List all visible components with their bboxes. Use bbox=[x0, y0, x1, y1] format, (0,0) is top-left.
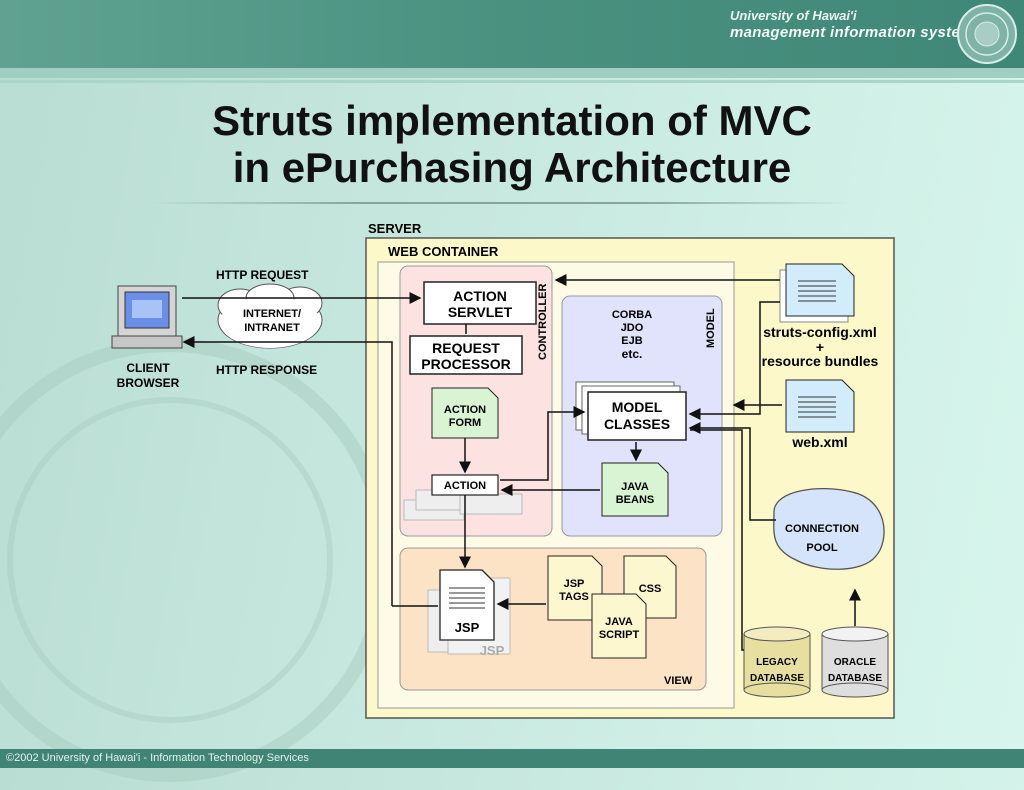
model-classes-line2: CLASSES bbox=[604, 416, 670, 432]
jsp-tags-doc bbox=[547, 555, 603, 621]
model-classes-line1: MODEL bbox=[612, 399, 663, 415]
struts-config-doc bbox=[779, 263, 855, 323]
connection-label: CONNECTION bbox=[785, 523, 859, 535]
web-xml-doc bbox=[785, 379, 855, 433]
legacy-label: LEGACY bbox=[756, 657, 798, 668]
action-label: ACTION bbox=[444, 480, 486, 492]
legacy-database-label: DATABASE bbox=[750, 673, 804, 684]
jsp-shadow-label: JSP bbox=[480, 643, 505, 658]
intranet-label: INTRANET bbox=[244, 322, 300, 334]
java-script-line1: JAVA bbox=[605, 616, 633, 628]
view-label: VIEW bbox=[664, 675, 693, 687]
internet-cloud-icon bbox=[217, 283, 323, 349]
java-beans-line2: BEANS bbox=[616, 494, 655, 506]
action-servlet-line2: SERVLET bbox=[448, 304, 513, 320]
resource-bundles-label: resource bundles bbox=[762, 353, 879, 369]
action-servlet-line1: ACTION bbox=[453, 288, 507, 304]
oracle-database-icon bbox=[821, 626, 889, 698]
request-processor-line2: PROCESSOR bbox=[421, 356, 510, 372]
legacy-database-icon bbox=[743, 626, 811, 698]
struts-config-plus: + bbox=[816, 339, 824, 355]
request-processor-box bbox=[409, 335, 523, 375]
jsp-tags-line1: JSP bbox=[564, 578, 585, 590]
pool-label: POOL bbox=[806, 542, 837, 554]
web-xml-label: web.xml bbox=[791, 434, 847, 450]
header-stripe-thin bbox=[0, 80, 1024, 83]
action-shadow-3 bbox=[459, 493, 523, 515]
connector-lines bbox=[182, 274, 861, 651]
http-request-label: HTTP REQUEST bbox=[216, 268, 309, 282]
client-computer-icon bbox=[111, 285, 183, 349]
page-title-line1: Struts implementation of MVC bbox=[212, 97, 812, 144]
internet-label: INTERNET/ bbox=[243, 308, 301, 320]
request-processor-line1: REQUEST bbox=[432, 340, 500, 356]
java-beans-line1: JAVA bbox=[621, 481, 649, 493]
model-label: MODEL bbox=[705, 308, 717, 348]
oracle-database-label: DATABASE bbox=[828, 673, 882, 684]
jsp-lines bbox=[449, 587, 485, 609]
footer-bar: ©2002 University of Hawai'i - Informatio… bbox=[0, 749, 1024, 768]
java-script-doc bbox=[591, 593, 647, 659]
brand-mis: management information systems bbox=[730, 24, 983, 41]
java-beans-doc bbox=[601, 462, 669, 517]
jdo-label: JDO bbox=[621, 322, 644, 334]
brand-university: University of Hawai'i bbox=[730, 8, 857, 23]
web-container-label: WEB CONTAINER bbox=[388, 244, 499, 259]
connection-pool-blob bbox=[773, 487, 885, 570]
browser-label: BROWSER bbox=[117, 376, 180, 390]
action-form-line1: ACTION bbox=[444, 404, 486, 416]
css-label: CSS bbox=[639, 583, 662, 595]
header-stripe bbox=[0, 68, 1024, 78]
client-label: CLIENT bbox=[126, 361, 170, 375]
page-title-line2: in ePurchasing Architecture bbox=[232, 144, 792, 191]
jsp-label: JSP bbox=[455, 620, 480, 635]
http-response-label: HTTP RESPONSE bbox=[216, 363, 317, 377]
java-script-line2: SCRIPT bbox=[599, 629, 640, 641]
struts-config-label: struts-config.xml bbox=[763, 324, 877, 340]
action-form-line2: FORM bbox=[449, 417, 481, 429]
title-divider bbox=[150, 202, 850, 204]
footer-copyright: ©2002 University of Hawai'i - Informatio… bbox=[6, 752, 309, 764]
action-form-doc bbox=[431, 387, 499, 439]
ejb-label: EJB bbox=[621, 335, 642, 347]
server-label: SERVER bbox=[368, 221, 422, 236]
etc-label: etc. bbox=[622, 347, 643, 361]
oracle-label: ORACLE bbox=[834, 657, 877, 668]
university-seal-icon bbox=[957, 4, 1017, 64]
action-servlet-box bbox=[423, 281, 537, 325]
mvc-diagram: SERVER WEB CONTAINER CONTROLLER MODEL VI… bbox=[111, 221, 895, 719]
jsp-tags-line2: TAGS bbox=[559, 591, 589, 603]
corba-label: CORBA bbox=[612, 309, 652, 321]
controller-label: CONTROLLER bbox=[537, 284, 549, 360]
header-bar bbox=[0, 0, 1024, 68]
model-classes-box bbox=[587, 391, 687, 441]
